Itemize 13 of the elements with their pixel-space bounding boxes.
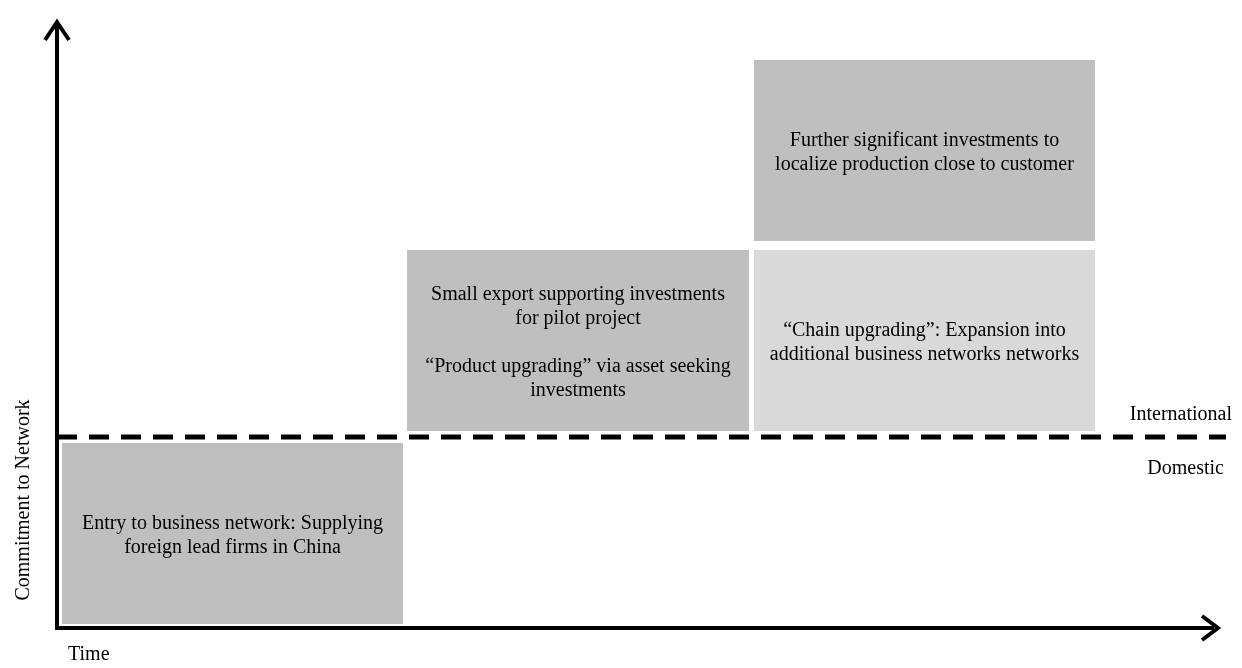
box-text: Small export supporting investments for pilot project <box>430 280 726 329</box>
region-label: International <box>1129 401 1232 425</box>
box-text: “Chain upgrading”: Expansion into additional business networks networks <box>768 316 1081 365</box>
x-axis-label: Time <box>68 641 110 665</box>
stage-box <box>62 443 403 624</box>
box-text: “Product upgrading” via asset seeking investments <box>424 352 732 401</box>
stage-box <box>407 250 749 431</box>
y-axis-label: Commitment to Network <box>10 399 34 601</box>
box-text: Further significant investments to localize production close to customer <box>774 126 1075 175</box>
box-text: Entry to business network: Supplying foreign lead firms in China <box>80 509 385 558</box>
region-label: Domestic <box>1147 455 1224 479</box>
stage-box <box>754 60 1095 241</box>
stage-box <box>754 250 1095 431</box>
